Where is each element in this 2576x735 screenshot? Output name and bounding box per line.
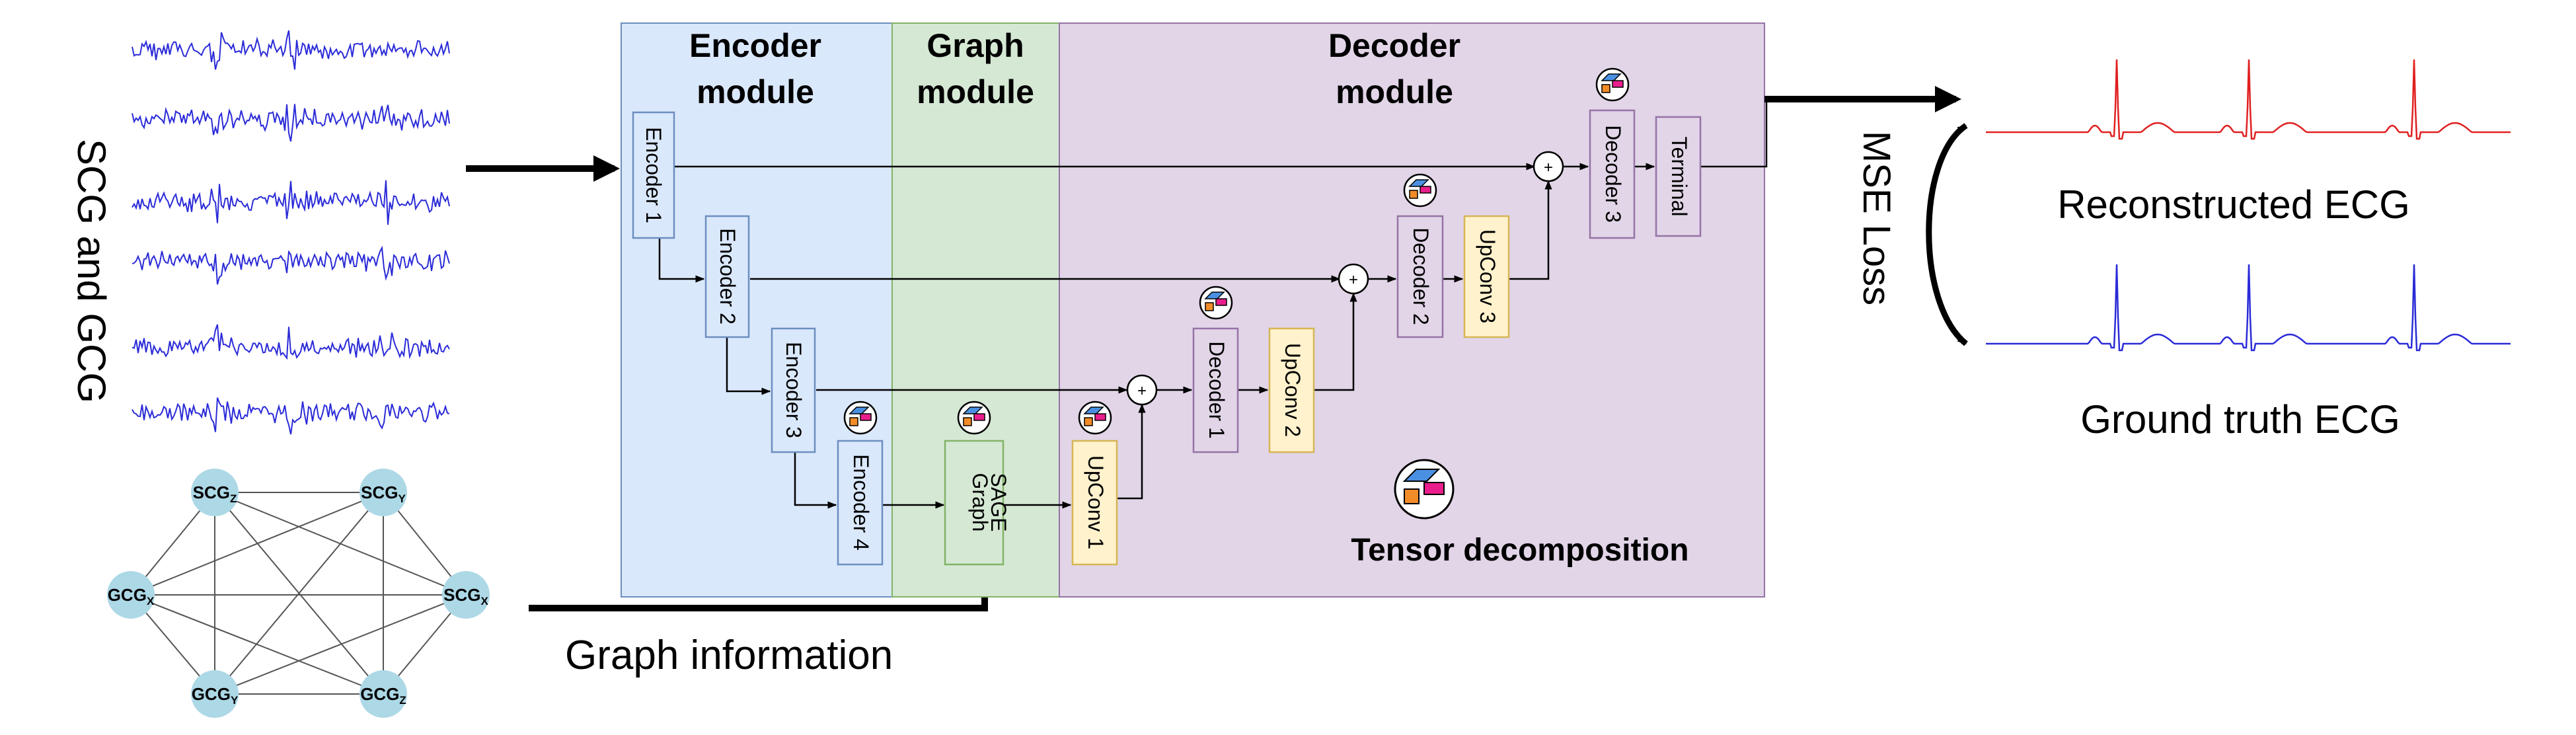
svg-text:Terminal: Terminal [1667, 137, 1691, 217]
tensor-decomposition-icon [1403, 173, 1437, 208]
svg-text:Encoder 3: Encoder 3 [782, 342, 806, 438]
svg-text:+: + [1544, 159, 1553, 176]
upconv-3-block: UpConv 3 [1463, 215, 1510, 338]
svg-text:GCGZ: GCGZ [360, 684, 406, 707]
signal-trace [132, 324, 450, 360]
sum-node: + [1533, 151, 1564, 182]
svg-text:Encoder 1: Encoder 1 [642, 127, 665, 223]
upconv-1-block: UpConv 1 [1071, 440, 1118, 566]
svg-text:+: + [1137, 382, 1147, 400]
svg-text:Decoder 2: Decoder 2 [1409, 227, 1433, 325]
svg-text:Encoder 2: Encoder 2 [716, 228, 739, 325]
reconstructed-ecg-label: Reconstructed ECG [2057, 182, 2410, 227]
svg-text:GCGX: GCGX [108, 585, 155, 607]
signal-trace [132, 245, 450, 285]
tensor-decomposition-icon [843, 401, 878, 435]
svg-text:UpConv 3: UpConv 3 [1476, 229, 1499, 323]
graph-node-scgx: SCGX [442, 571, 490, 619]
input-signals [132, 30, 450, 435]
encoder-module-subtitle: module [697, 73, 814, 110]
svg-text:+: + [1349, 271, 1358, 289]
svg-text:GCGY: GCGY [192, 684, 239, 707]
signal-trace [132, 180, 450, 225]
tensor-decomposition-legend-icon [1394, 459, 1455, 520]
svg-text:Decoder 3: Decoder 3 [1601, 125, 1625, 223]
upconv-2-block: UpConv 2 [1268, 327, 1315, 453]
sum-node: + [1126, 374, 1158, 406]
graph-node-scgy: SCGY [360, 469, 407, 516]
tensor-decomposition-icon [1078, 401, 1112, 435]
terminal-block: Terminal [1655, 116, 1702, 237]
svg-text:UpConv 1: UpConv 1 [1084, 455, 1108, 549]
svg-text:SCGZ: SCGZ [193, 483, 237, 505]
sum-node: + [1338, 263, 1369, 295]
decoder-2-block: Decoder 2 [1396, 215, 1444, 338]
graph-node-scgz: SCGZ [191, 469, 239, 516]
graph-node-gcgy: GCGY [191, 670, 239, 718]
svg-text:UpConv 2: UpConv 2 [1281, 343, 1305, 437]
reconstructed-ecg-trace [1986, 59, 2511, 140]
decoder-1-block: Decoder 1 [1192, 327, 1239, 453]
svg-text:SCGX: SCGX [443, 585, 488, 607]
tensor-decomposition-icon [1595, 67, 1630, 102]
ground-truth-ecg-label: Ground truth ECG [2080, 397, 2400, 442]
signal-trace [132, 104, 450, 142]
encoder-module-title: Encoder [689, 27, 821, 64]
encoder-2-block: Encoder 2 [704, 215, 750, 338]
graph-info-label: Graph information [565, 633, 893, 678]
signal-trace [132, 30, 450, 70]
sensor-graph [130, 492, 467, 695]
svg-text:Graph: Graph [968, 473, 992, 532]
loss-label: MSE Loss [1855, 131, 1898, 305]
encoder-3-block: Encoder 3 [771, 327, 816, 453]
encoder-4-block: Encoder 4 [837, 440, 884, 566]
svg-text:Encoder 4: Encoder 4 [849, 454, 873, 551]
decoder-3-block: Decoder 3 [1589, 109, 1636, 239]
signal-trace [132, 397, 450, 435]
svg-text:SAGE: SAGE [987, 473, 1010, 532]
loss-bracket-arrow [1926, 123, 1968, 346]
tensor-decomposition-icon [1199, 286, 1233, 320]
tensor-decomposition-label: Tensor decomposition [1351, 533, 1688, 568]
graph-module-subtitle: module [917, 73, 1034, 110]
decoder-module-title: Decoder [1328, 27, 1460, 64]
graph-node-gcgz: GCGZ [360, 670, 407, 718]
svg-text:SCGY: SCGY [361, 483, 406, 505]
tensor-decomposition-icon [957, 401, 991, 435]
signals-label: SCG and GCG [69, 139, 114, 403]
connections [658, 99, 1768, 509]
svg-text:Decoder 1: Decoder 1 [1205, 341, 1229, 439]
graph-node-gcgx: GCGX [107, 571, 155, 619]
graphsage-block: Graph SAGE [944, 440, 1010, 566]
graph-module-title: Graph [927, 27, 1024, 64]
encoder-1-block: Encoder 1 [632, 111, 675, 239]
ground-truth-ecg-trace [1986, 264, 2511, 352]
decoder-module-subtitle: module [1336, 73, 1453, 110]
